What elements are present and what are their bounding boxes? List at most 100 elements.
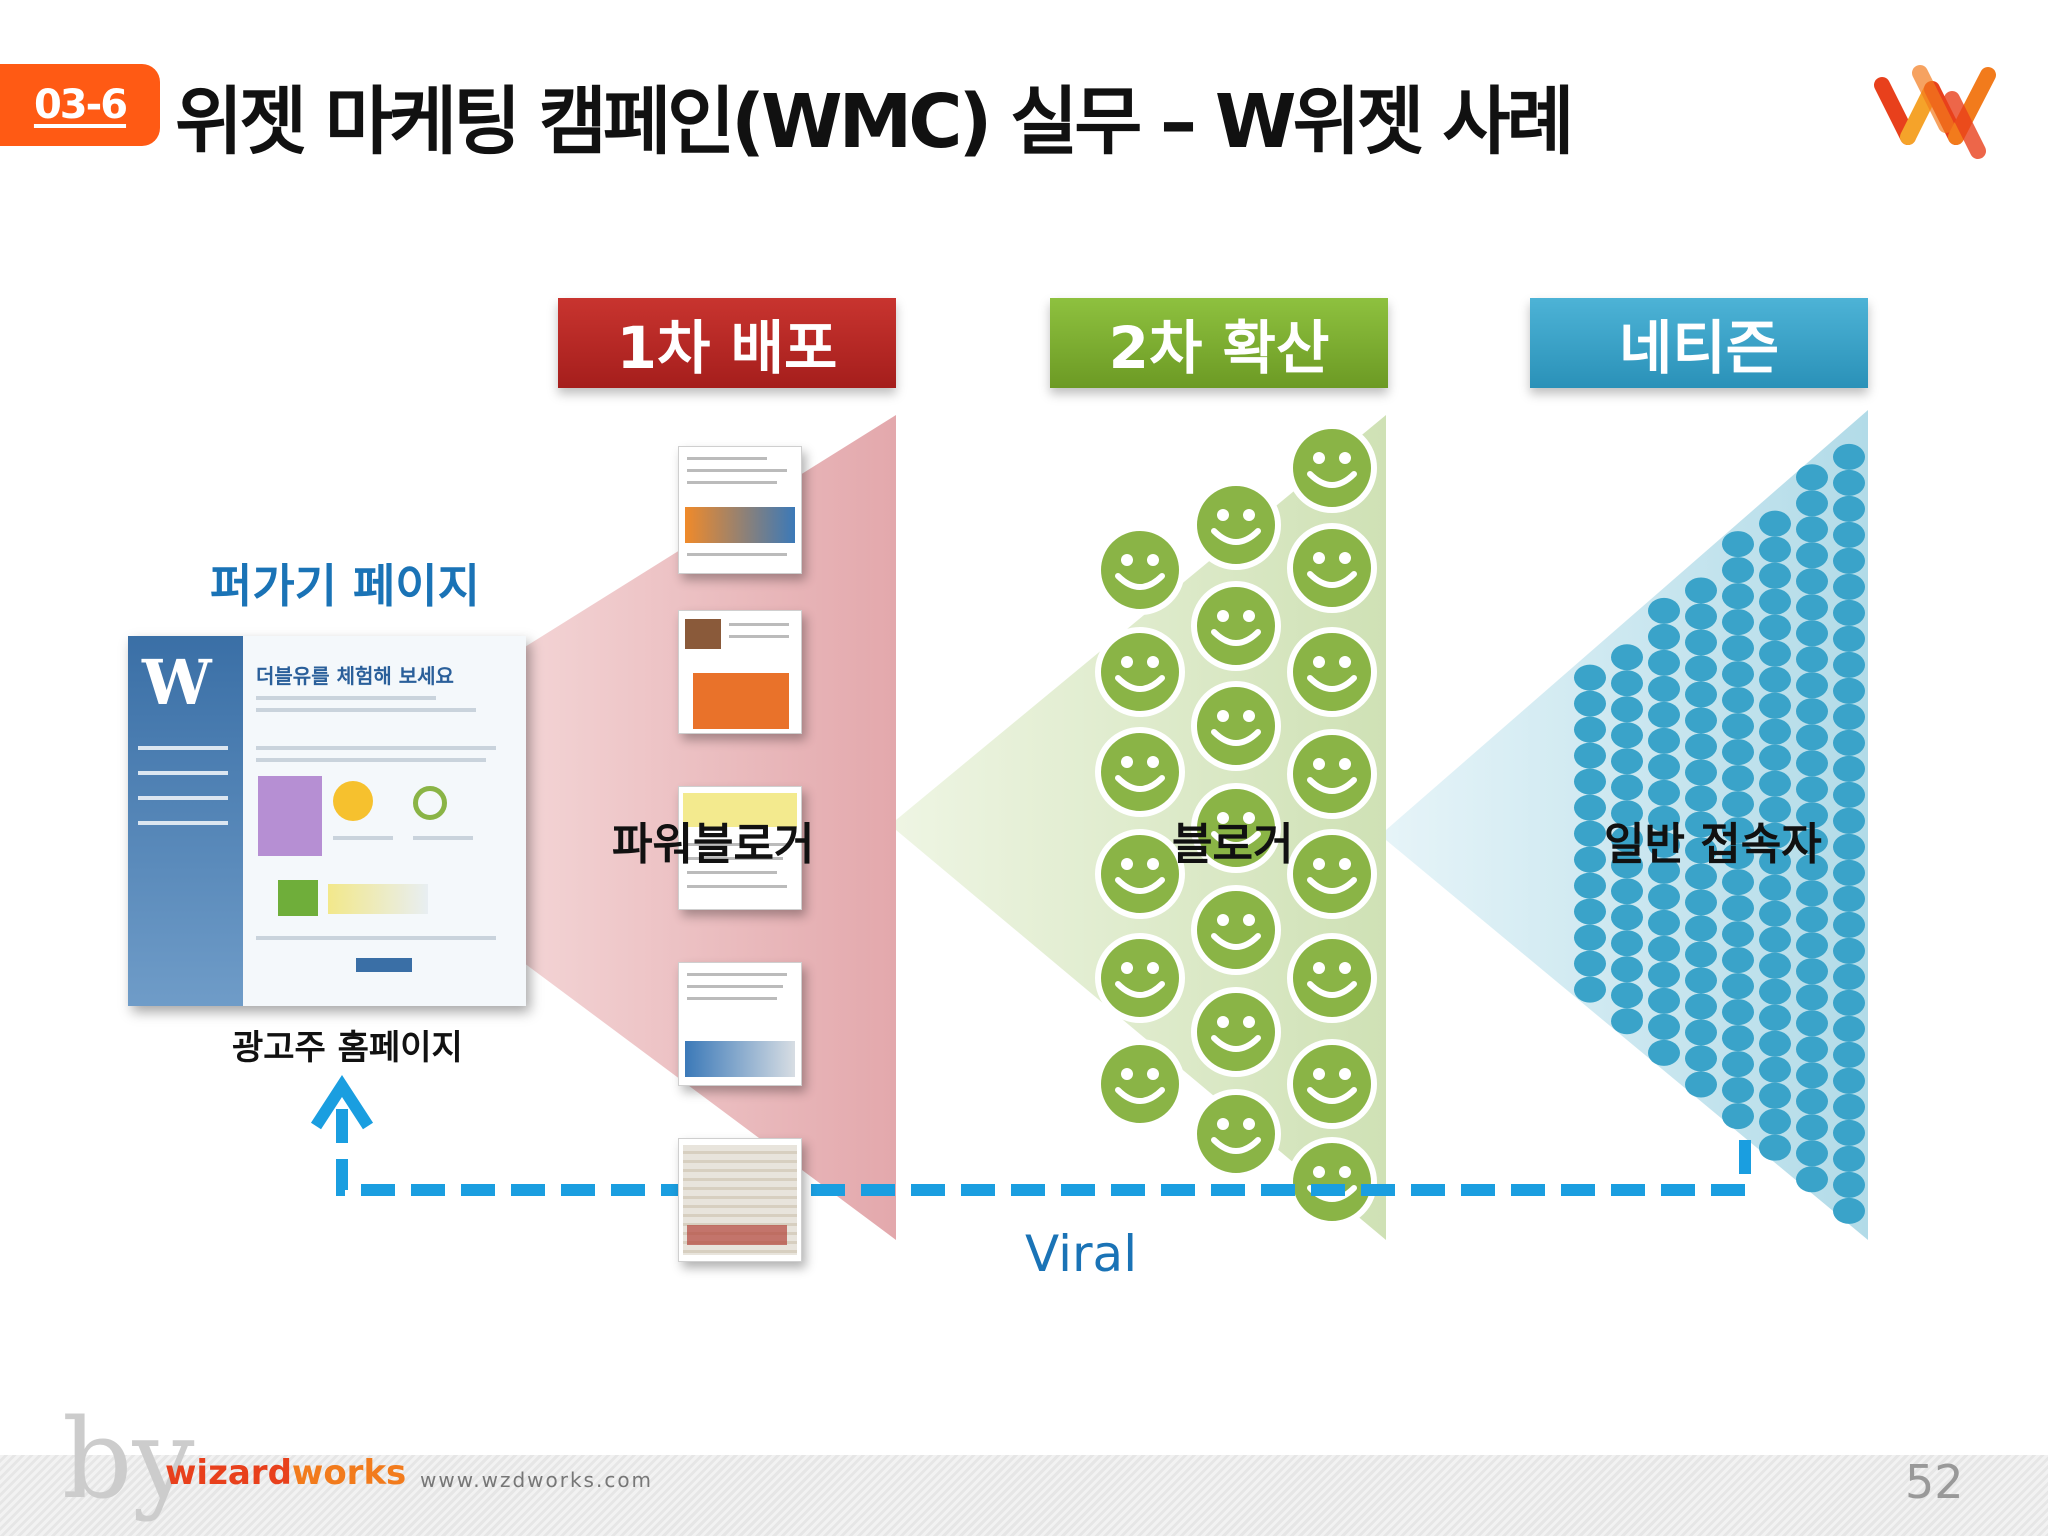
netizen-dot-icon xyxy=(1759,1030,1791,1057)
netizen-dot-icon xyxy=(1796,750,1828,777)
netizen-dot-icon xyxy=(1833,911,1865,938)
netizen-dot-icon xyxy=(1796,958,1828,985)
smiley-face-icon xyxy=(1191,1089,1281,1179)
netizen-dot-icon xyxy=(1833,677,1865,704)
netizen-dot-icon xyxy=(1611,852,1643,879)
netizen-dot-icon xyxy=(1685,1019,1717,1046)
footer-brand: wizardworks xyxy=(165,1453,406,1493)
netizen-dot-icon xyxy=(1722,557,1754,584)
advertiser-homepage-screenshot: W 더블유를 체험해 보세요 xyxy=(128,636,526,1006)
netizen-dot-icon xyxy=(1833,885,1865,912)
netizen-dot-icon xyxy=(1648,1013,1680,1040)
netizen-dot-icon xyxy=(1796,698,1828,725)
netizen-dot-icon xyxy=(1722,1103,1754,1130)
netizen-dot-icon xyxy=(1796,1166,1828,1193)
netizen-dot-icon xyxy=(1759,1004,1791,1031)
netizen-dot-icon xyxy=(1685,915,1717,942)
netizen-dot-icon xyxy=(1759,562,1791,589)
homepage-headline: 더블유를 체험해 보세요 xyxy=(256,664,454,688)
netizen-dot-icon xyxy=(1648,935,1680,962)
smiley-face-icon xyxy=(1095,525,1185,615)
smiley-face-icon xyxy=(1191,783,1281,873)
netizen-dot-icon xyxy=(1611,696,1643,723)
netizen-dot-icon xyxy=(1796,490,1828,517)
smiley-face-icon xyxy=(1095,829,1185,919)
viral-label: Viral xyxy=(1025,1225,1138,1283)
netizen-dot-icon xyxy=(1648,779,1680,806)
netizen-dot-icon xyxy=(1722,947,1754,974)
netizen-dot-icon xyxy=(1722,817,1754,844)
netizen-dot-icon xyxy=(1759,796,1791,823)
power-blogger-label: 파워블로거 xyxy=(612,819,815,870)
netizen-dot-icon xyxy=(1722,583,1754,610)
smiley-face-icon xyxy=(1287,1137,1377,1227)
smiley-face-icon xyxy=(1287,523,1377,613)
blog-post-thumbnail xyxy=(678,962,802,1086)
footer-by: by xyxy=(62,1395,195,1523)
netizen-dot-icon xyxy=(1833,963,1865,990)
netizen-dot-icon xyxy=(1611,722,1643,749)
netizen-dot-icon xyxy=(1796,1036,1828,1063)
netizen-dot-icon xyxy=(1796,880,1828,907)
netizen-dot-icon xyxy=(1759,952,1791,979)
stage-header-second-spread: 2차 확산 xyxy=(1050,298,1388,388)
netizen-dot-icon xyxy=(1759,848,1791,875)
netizen-dot-icon xyxy=(1759,1134,1791,1161)
netizen-dot-icon xyxy=(1759,926,1791,953)
netizen-dot-icon xyxy=(1833,521,1865,548)
netizen-dot-icon xyxy=(1759,640,1791,667)
smiley-face-icon xyxy=(1287,1039,1377,1129)
netizen-dot-icon xyxy=(1833,1067,1865,1094)
w-logo-icon: W xyxy=(142,646,212,719)
netizen-dot-icon xyxy=(1685,863,1717,890)
netizen-dot-icon xyxy=(1648,831,1680,858)
footer-bar xyxy=(0,1455,2048,1536)
netizen-dot-icon xyxy=(1722,609,1754,636)
netizen-dot-icon xyxy=(1833,1145,1865,1172)
netizen-dot-icon xyxy=(1574,690,1606,717)
netizen-dot-icon xyxy=(1648,701,1680,728)
smiley-face-icon xyxy=(1191,581,1281,671)
netizen-dot-icon xyxy=(1685,733,1717,760)
brand-logo-icon xyxy=(1874,65,1996,159)
netizen-dot-icon xyxy=(1759,770,1791,797)
netizen-dot-icon xyxy=(1759,874,1791,901)
smiley-face-icon xyxy=(1095,1039,1185,1129)
netizen-dot-icon xyxy=(1796,620,1828,647)
smiley-face-icon xyxy=(1095,727,1185,817)
smiley-face-icon xyxy=(1191,681,1281,771)
netizen-dot-icon xyxy=(1833,469,1865,496)
share-page-title: 퍼가기 페이지 xyxy=(210,559,480,613)
netizen-dot-icon xyxy=(1722,739,1754,766)
netizen-dot-icon xyxy=(1759,1082,1791,1109)
netizen-dot-icon xyxy=(1833,573,1865,600)
netizen-dot-icon xyxy=(1722,531,1754,558)
netizen-dot-icon xyxy=(1611,982,1643,1009)
smiley-face-icon xyxy=(1287,627,1377,717)
netizen-dot-icon xyxy=(1722,687,1754,714)
netizen-dot-icon xyxy=(1833,443,1865,470)
blog-post-thumbnail xyxy=(678,446,802,574)
netizen-dot-icon xyxy=(1611,774,1643,801)
netizen-dot-icon xyxy=(1722,869,1754,896)
netizen-dot-icon xyxy=(1648,753,1680,780)
smiley-face-icon xyxy=(1191,987,1281,1077)
netizen-dot-icon xyxy=(1759,614,1791,641)
netizen-dot-icon xyxy=(1648,805,1680,832)
smiley-face-icon xyxy=(1191,480,1281,570)
netizen-dot-icon xyxy=(1722,1051,1754,1078)
netizen-dot-icon xyxy=(1833,1171,1865,1198)
netizen-dot-icon xyxy=(1685,941,1717,968)
netizen-dot-icon xyxy=(1796,1088,1828,1115)
netizen-dot-icon xyxy=(1648,909,1680,936)
viral-path-line xyxy=(336,1108,1751,1196)
netizen-dot-icon xyxy=(1685,577,1717,604)
netizen-dot-icon xyxy=(1685,629,1717,656)
stage-header-netizen: 네티즌 xyxy=(1530,298,1868,388)
netizen-dot-icon xyxy=(1574,716,1606,743)
netizen-dot-icon xyxy=(1833,599,1865,626)
netizen-dot-icon xyxy=(1796,672,1828,699)
netizen-dot-icon xyxy=(1759,692,1791,719)
netizen-dot-icon xyxy=(1833,729,1865,756)
